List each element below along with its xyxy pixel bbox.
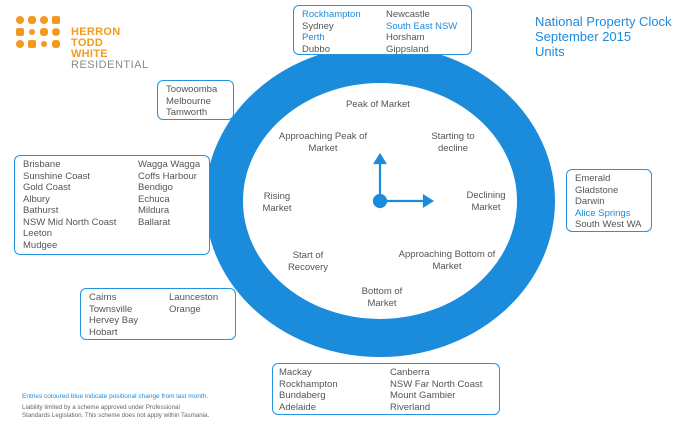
location-item: Rockhampton — [302, 9, 361, 20]
location-item: Bendigo — [138, 182, 173, 193]
location-item: Newcastle — [386, 9, 430, 20]
location-item: Echuca — [138, 193, 170, 205]
title-line-3: Units — [535, 44, 565, 59]
logo-line-1: HERRON — [71, 26, 121, 38]
phase-start-recovery: Start of Recovery — [287, 250, 329, 273]
phase-starting-decline: Starting to decline — [431, 131, 475, 154]
location-item: Brisbane — [23, 159, 61, 170]
location-item: Melbourne — [166, 95, 211, 107]
location-item: Wagga Wagga — [138, 159, 201, 170]
legal-line-2: Standards Legislation. This scheme does … — [22, 411, 210, 419]
location-item: Gold Coast — [23, 182, 71, 193]
phase-rising: Rising Market — [262, 191, 292, 214]
location-item: Gladstone — [575, 184, 619, 196]
company-logo: HERRON TODD WHITE RESIDENTIAL — [14, 14, 148, 71]
location-item: Hobart — [89, 326, 118, 338]
title-line-1: National Property Clock — [535, 14, 672, 29]
logo-wordmark: HERRON TODD WHITE RESIDENTIAL — [71, 27, 149, 71]
location-item: Mount Gambier — [390, 390, 456, 401]
legend-note: Entries coloured blue indicate positiona… — [22, 393, 209, 400]
phase-declining: Declining Market — [466, 190, 506, 213]
location-item: Dubbo — [302, 43, 330, 55]
phase-peak: Peak of Market — [346, 99, 410, 110]
phase-bottom: Bottom of Market — [361, 286, 403, 309]
location-item: Orange — [169, 303, 201, 315]
location-item: Canberra — [390, 367, 430, 378]
location-item: Gippsland — [386, 43, 429, 55]
location-item: Hervey Bay — [89, 315, 139, 326]
location-item: Sydney — [302, 20, 334, 32]
logo-line-4: RESIDENTIAL — [71, 59, 149, 71]
location-item: NSW Far North Coast — [390, 378, 483, 390]
location-item: Mildura — [138, 205, 170, 216]
location-item: Rockhampton — [279, 378, 338, 390]
minute-hand-arrow-icon — [422, 194, 435, 208]
location-item: Cairns — [89, 292, 117, 303]
location-item: Bathurst — [23, 205, 59, 216]
location-item: South West WA — [575, 219, 642, 230]
phase-approaching-bottom: Approaching Bottom of Market — [398, 249, 496, 272]
page-title: National Property Clock September 2015 U… — [535, 14, 672, 59]
location-item: Bundaberg — [279, 390, 326, 401]
location-item: NSW Mid North Coast — [23, 216, 117, 228]
logo-line-3: WHITE — [71, 48, 108, 60]
location-item: Coffs Harbour — [138, 170, 197, 182]
location-item: Horsham — [386, 32, 425, 43]
location-item: Adelaide — [279, 401, 316, 413]
location-item: Sunshine Coast — [23, 170, 91, 182]
location-item: Alice Springs — [575, 207, 631, 219]
hour-hand-arrow-icon — [373, 152, 387, 165]
location-item: Darwin — [575, 196, 605, 207]
title-line-2: September 2015 — [535, 29, 632, 44]
location-item: Townsville — [89, 303, 133, 315]
location-item: Emerald — [575, 173, 611, 184]
legal-disclaimer: Liability limited by a scheme approved u… — [22, 404, 209, 419]
location-item: Mackay — [279, 367, 312, 378]
phase-approaching-peak: Approaching Peak of Market — [278, 131, 368, 154]
legal-line-1: Liability limited by a scheme approved u… — [22, 404, 180, 411]
location-item: Ballarat — [138, 216, 171, 228]
location-item: Leeton — [23, 228, 53, 239]
location-item: Albury — [23, 193, 50, 205]
location-item: Perth — [302, 32, 325, 43]
location-item: Launceston — [169, 292, 219, 303]
location-item: Riverland — [390, 401, 431, 413]
clock-center-dot — [372, 193, 388, 209]
location-item: Mudgee — [23, 239, 58, 251]
location-item: Tamworth — [166, 107, 208, 118]
logo-line-2: TODD — [71, 37, 104, 49]
location-item: South East NSW — [386, 20, 458, 32]
logo-mark-icon — [16, 16, 60, 48]
location-item: Toowoomba — [166, 84, 218, 95]
